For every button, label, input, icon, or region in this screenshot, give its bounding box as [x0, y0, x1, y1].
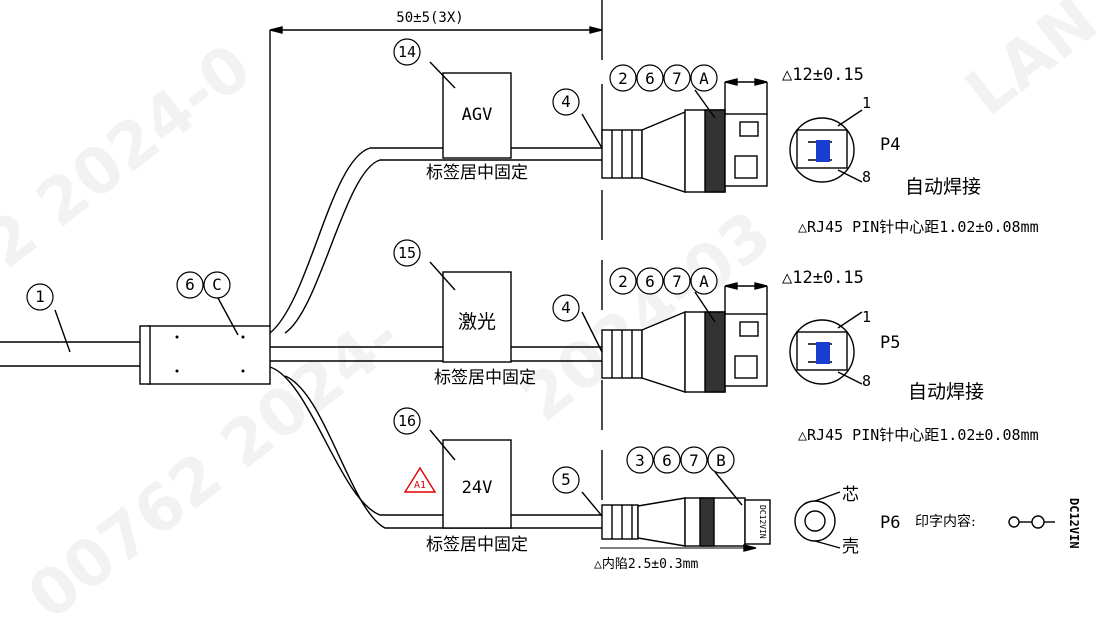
- callout-splitter-c: C: [212, 275, 222, 294]
- callout-laser-cable: 4: [561, 298, 571, 317]
- callout-power-label: 16: [398, 412, 416, 430]
- callout-laser-7: 7: [672, 272, 682, 291]
- callout-agv-cable: 4: [561, 92, 571, 111]
- callout-agv-a: A: [699, 69, 709, 88]
- laser-port: P5: [880, 333, 900, 353]
- laser-label-text: 激光: [458, 311, 496, 333]
- callout-main-cable: 1: [35, 287, 45, 306]
- callout-power-6: 6: [662, 451, 672, 470]
- callout-agv-label: 14: [398, 43, 416, 61]
- laser-weld-note: 自动焊接: [908, 381, 984, 403]
- callout-laser-6: 6: [645, 272, 655, 291]
- overall-dimension: 50±5(3X): [396, 10, 463, 26]
- agv-weld-note: 自动焊接: [905, 176, 981, 198]
- agv-fix-note: 标签居中固定: [426, 163, 528, 183]
- callout-laser-a: A: [699, 272, 709, 291]
- power-port: P6: [880, 513, 900, 533]
- callout-laser-2: 2: [618, 272, 628, 291]
- cable-assembly-drawing: A1 50±5(3X) 1 6 C 14 AGV 标签居中固定 4 2 6 7 …: [0, 0, 1081, 572]
- agv-port: P4: [880, 135, 900, 155]
- callout-laser-label: 15: [398, 244, 416, 262]
- power-fix-note: 标签居中固定: [426, 535, 528, 555]
- agv-label-text: AGV: [462, 105, 493, 125]
- laser-fix-note: 标签居中固定: [434, 368, 536, 388]
- print-content-label: 印字内容:: [915, 513, 976, 530]
- dc-shell-label: 壳: [842, 537, 859, 557]
- agv-pin-8: 8: [862, 168, 871, 186]
- laser-dimension: △12±0.15: [782, 268, 864, 288]
- laser-pin-1: 1: [862, 308, 871, 326]
- agv-pin-1: 1: [862, 94, 871, 112]
- callout-power-cable: 5: [561, 470, 571, 489]
- callout-agv-2: 2: [618, 69, 628, 88]
- callout-splitter-6: 6: [185, 275, 195, 294]
- callout-agv-7: 7: [672, 69, 682, 88]
- callout-power-7: 7: [689, 451, 699, 470]
- agv-dimension: △12±0.15: [782, 65, 864, 85]
- warning-triangle-icon: [403, 466, 437, 493]
- dc-core-label: 芯: [842, 485, 859, 505]
- warning-label: A1: [414, 480, 426, 491]
- callout-agv-6: 6: [645, 69, 655, 88]
- laser-pin-8: 8: [862, 372, 871, 390]
- connector-print: DC12VIN: [758, 505, 767, 539]
- laser-pin-spacing: △RJ45 PIN针中心距1.02±0.08mm: [798, 426, 1039, 444]
- print-content-text: DC12VIN: [1067, 498, 1081, 549]
- agv-pin-spacing: △RJ45 PIN针中心距1.02±0.08mm: [798, 218, 1039, 236]
- callout-power-b: B: [716, 451, 726, 470]
- callout-power-3: 3: [635, 451, 645, 470]
- power-label-text: 24V: [462, 478, 493, 498]
- power-inset-note: △内陷2.5±0.3mm: [594, 556, 698, 572]
